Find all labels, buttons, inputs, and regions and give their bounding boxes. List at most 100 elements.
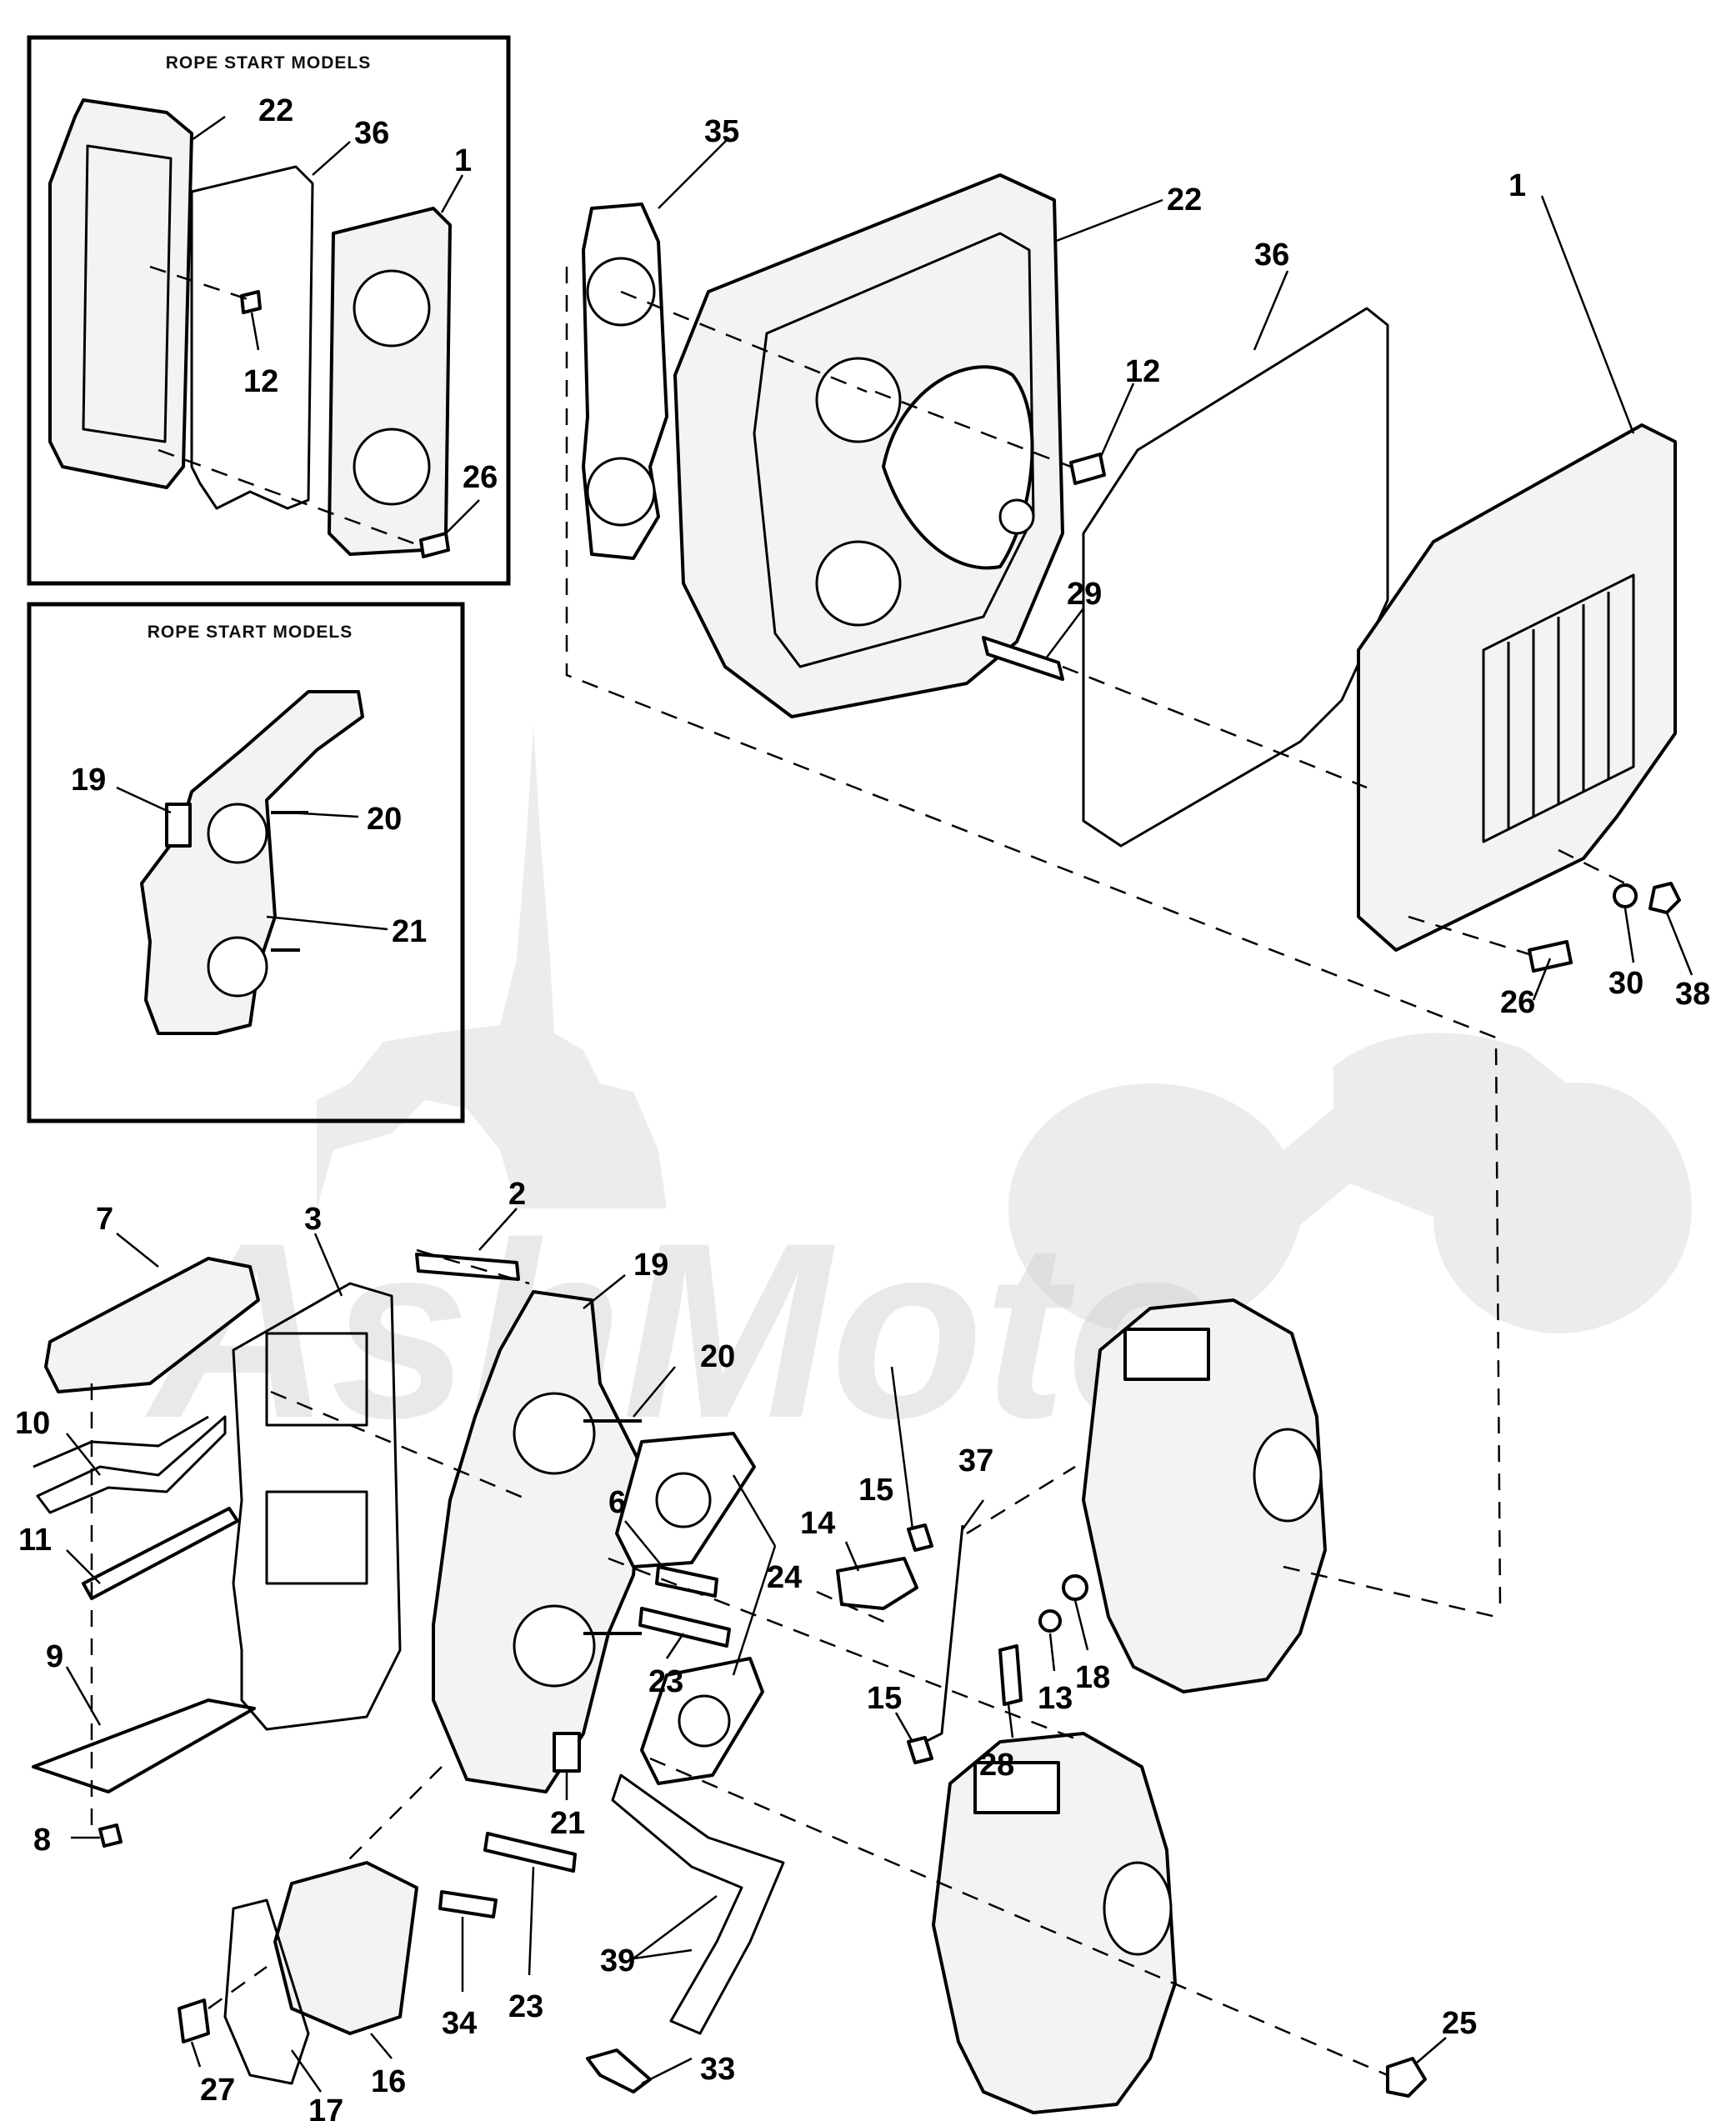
callout-19: 19: [71, 763, 106, 798]
callout-25: 25: [1442, 2006, 1477, 2041]
cover-hole-lower: [353, 428, 431, 506]
post-21-part: [553, 1732, 581, 1773]
fuel-pump-16-part: [273, 1861, 418, 2035]
gasket-35-port-lower: [586, 457, 656, 527]
manifold-port-lower: [513, 1604, 596, 1688]
callout-36: 36: [354, 116, 389, 151]
bolt-26-part: [1528, 940, 1573, 973]
inset-frame: [27, 602, 465, 1123]
watermark-text: AshMoto: [143, 1190, 1219, 1470]
carburetor-upper-throat: [1253, 1428, 1323, 1523]
bolt-34-part: [438, 1890, 498, 1918]
callout-16: 16: [371, 2064, 406, 2099]
callout-21: 21: [550, 1806, 585, 1841]
callout-33: 33: [700, 2052, 735, 2087]
watermark: AshMoto: [143, 725, 1692, 1470]
silencer-gasket-part: [190, 165, 314, 510]
bolt-23-lower-part: [483, 1832, 577, 1873]
callout-29: 29: [1067, 577, 1102, 612]
callout-8: 8: [33, 1823, 51, 1858]
reed-10-part: [36, 1415, 227, 1514]
bolt-2-part: [415, 1253, 520, 1281]
washer-13-part: [1038, 1609, 1062, 1633]
callout-13: 13: [1038, 1681, 1073, 1716]
silencer-base-22-inner: [753, 232, 1035, 668]
base-22-boss: [998, 498, 1035, 535]
main-intake-assembly: 7 3 2 19 20 10 11 9 8 6 24 23 21 15 37 1…: [15, 1177, 1497, 2121]
inset-rope-start-silencer: ROPE START MODELS 22 36 1 12 26: [27, 35, 511, 586]
callout-18: 18: [1075, 1660, 1110, 1695]
cap-15-lower: [907, 1736, 933, 1764]
base-22-port-lower: [815, 540, 902, 627]
screw-12-main-part: [1069, 453, 1106, 485]
callout-26: 26: [1500, 985, 1535, 1020]
bolt-27-part: [178, 1998, 210, 2043]
inset-title: ROPE START MODELS: [166, 53, 371, 73]
inset-rope-start-manifold: ROPE START MODELS 19 20 21: [27, 602, 465, 1123]
callout-36: 36: [1254, 238, 1289, 273]
linkage-14-part: [836, 1557, 918, 1610]
callout-9: 9: [46, 1639, 63, 1674]
screw-8-part: [98, 1823, 123, 1848]
callout-37: 37: [958, 1443, 993, 1478]
cover-1-part: [1357, 423, 1677, 952]
callout-7: 7: [96, 1202, 113, 1237]
gasket-3-window-lower: [265, 1490, 368, 1585]
silencer-base-inner: [82, 144, 173, 443]
screw-12-part: [240, 290, 262, 314]
callout-10: 10: [15, 1406, 50, 1441]
gasket-36-part: [1082, 307, 1389, 848]
silencer-base-part: [48, 98, 193, 489]
callout-30: 30: [1608, 966, 1643, 1001]
callout-20: 20: [700, 1339, 735, 1374]
gasket-24-lower-port: [678, 1694, 731, 1748]
manifold-inset-post: [165, 803, 192, 848]
callout-14: 14: [800, 1506, 835, 1541]
manifold-inset-port-upper: [207, 803, 268, 864]
callout-6: 6: [608, 1485, 626, 1520]
callout-23: 23: [508, 1989, 543, 2024]
callout-23: 23: [648, 1664, 683, 1699]
lockwasher-18-part: [1062, 1574, 1088, 1601]
watermark-motorcycle-shape: [1008, 1033, 1692, 1333]
callout-24: 24: [767, 1560, 802, 1595]
callout-20: 20: [367, 802, 402, 837]
rod-37-part: [924, 1524, 964, 1743]
callout-11: 11: [18, 1523, 52, 1558]
main-silencer-assembly: 35 22 36 1 12 29 26 30 38: [565, 114, 1710, 1609]
screw-26-part: [419, 532, 450, 558]
callout-28: 28: [979, 1748, 1014, 1783]
callout-17: 17: [308, 2093, 343, 2121]
bolt-23-part: [638, 1607, 731, 1648]
callout-15: 15: [867, 1681, 902, 1716]
gasket-17-part: [223, 1898, 310, 2085]
callout-35: 35: [704, 114, 739, 149]
manifold-port-upper: [513, 1392, 596, 1475]
cover-1-grille: [1482, 573, 1635, 843]
carburetor-lower-part: [932, 1732, 1177, 2114]
gasket-24-upper-port: [655, 1472, 712, 1528]
callout-2: 2: [508, 1177, 526, 1212]
plate-9-part: [32, 1698, 256, 1793]
callout-12: 12: [1125, 354, 1160, 389]
carburetor-upper-bowl-top: [1123, 1328, 1210, 1381]
callout-22: 22: [258, 93, 293, 128]
silencer-base-22-part: [673, 173, 1064, 718]
standoff-29-part: [982, 636, 1064, 681]
carburetor-upper-part: [1082, 1298, 1327, 1693]
callout-19: 19: [633, 1248, 668, 1283]
cover-hole-upper: [353, 269, 431, 348]
inset-title: ROPE START MODELS: [148, 623, 353, 642]
reed-10-part-b: [33, 1415, 209, 1468]
carburetor-lower-throat: [1103, 1861, 1173, 1956]
hose-39-part: [611, 1773, 785, 2035]
callout-15: 15: [858, 1473, 893, 1508]
gasket-3-window-upper: [265, 1332, 368, 1427]
inset-frame: [27, 35, 511, 586]
screw-6-part: [655, 1565, 718, 1598]
callout-3: 3: [304, 1202, 322, 1237]
nut-25-part: [1386, 2057, 1427, 2098]
carburetor-lower-bowl-top: [973, 1761, 1060, 1814]
manifold-inset-port-lower: [207, 936, 268, 998]
